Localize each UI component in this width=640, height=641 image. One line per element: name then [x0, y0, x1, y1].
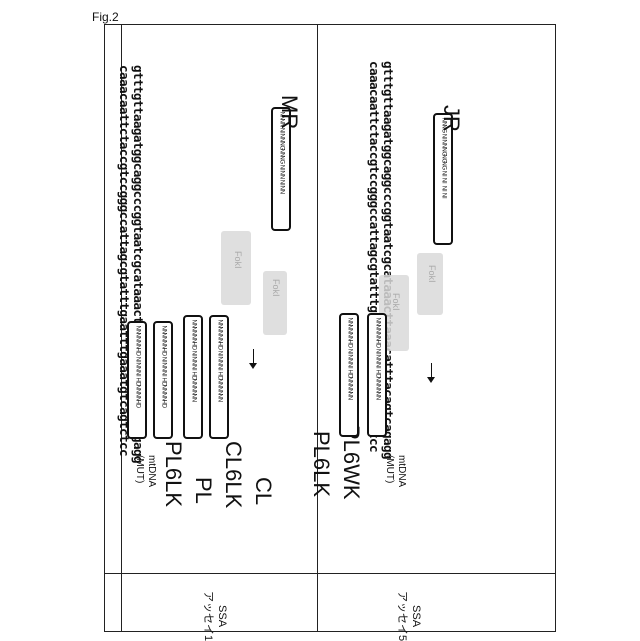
repeat-cell: NN: [345, 391, 352, 401]
right-label-jr: JR: [439, 105, 463, 132]
tale-repeat-box: NNNGNINNNGNGNGNINININI: [433, 113, 453, 245]
fok-domain: [417, 253, 443, 315]
fok-label: FokⅠ: [426, 265, 437, 283]
repeat-cell: NN: [277, 185, 284, 195]
tale-repeat-box: NNNNNNHDNINNNIHDNNNNHD: [127, 321, 147, 439]
repeat-cell: NN: [189, 393, 196, 403]
figure-table: SSA アッセイ1 CL CL6LK PL PL6LK mtDNA (MUT) …: [104, 24, 556, 632]
figure-label: Fig.2: [92, 10, 119, 24]
construct-label-pl: PL: [191, 477, 215, 504]
table-divider: [317, 25, 318, 631]
construct-label-pl6lk: PL6LK: [161, 441, 185, 507]
tale-repeat-box: NNNNNNHDNINNNIHDNNNNHD: [153, 321, 173, 439]
dna-label: mtDNA (MUT): [383, 455, 407, 487]
repeat-cell: HD: [133, 399, 140, 409]
repeat-cell: HD: [159, 399, 166, 409]
assay-label: SSA アッセイ5: [395, 591, 423, 641]
tale-repeat-box: NNNNNNHDNINNNIHDNNNNNN: [183, 315, 203, 439]
right-label-mr: MR: [277, 95, 301, 129]
tale-repeat-box: NNNNNNHDNINNNIHDNNNNNN: [367, 313, 387, 437]
fok-label: FokⅠ: [232, 251, 243, 269]
construct-label-cl6lk: CL6LK: [221, 441, 245, 508]
construct-label-pl6lk: PL6LK: [309, 431, 333, 497]
tale-repeat-box: NNNNNNHDNINNNIHDNNNNNN: [209, 315, 229, 439]
tale-repeat-box: NNNNNNHDNINNNIHDNNNNNN: [339, 313, 359, 437]
fok-label: FokⅠ: [390, 293, 401, 311]
repeat-cell: NN: [373, 391, 380, 401]
table-divider: [105, 573, 555, 574]
repeat-cell: NI: [439, 191, 446, 201]
fok-label: FokⅠ: [270, 279, 281, 297]
repeat-cell: NN: [215, 393, 222, 403]
construct-label-cl: CL: [251, 477, 275, 505]
assay-label: SSA アッセイ1: [201, 591, 229, 641]
